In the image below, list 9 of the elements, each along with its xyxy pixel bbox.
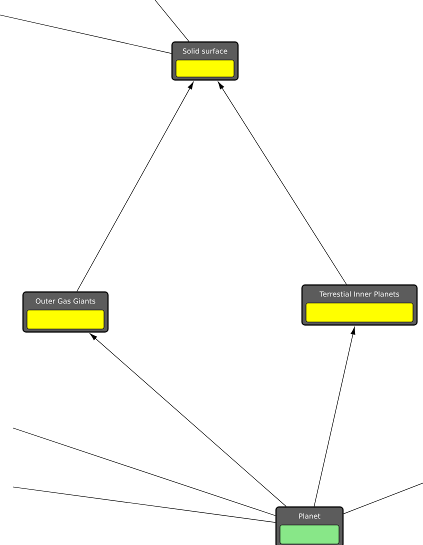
connector	[12, 428, 276, 516]
connector	[314, 326, 356, 507]
connector	[154, 0, 190, 42]
connector	[76, 82, 194, 292]
connector	[12, 486, 276, 523]
connector	[343, 482, 423, 514]
connector	[0, 14, 172, 54]
connector	[218, 82, 347, 285]
connector	[90, 333, 286, 507]
